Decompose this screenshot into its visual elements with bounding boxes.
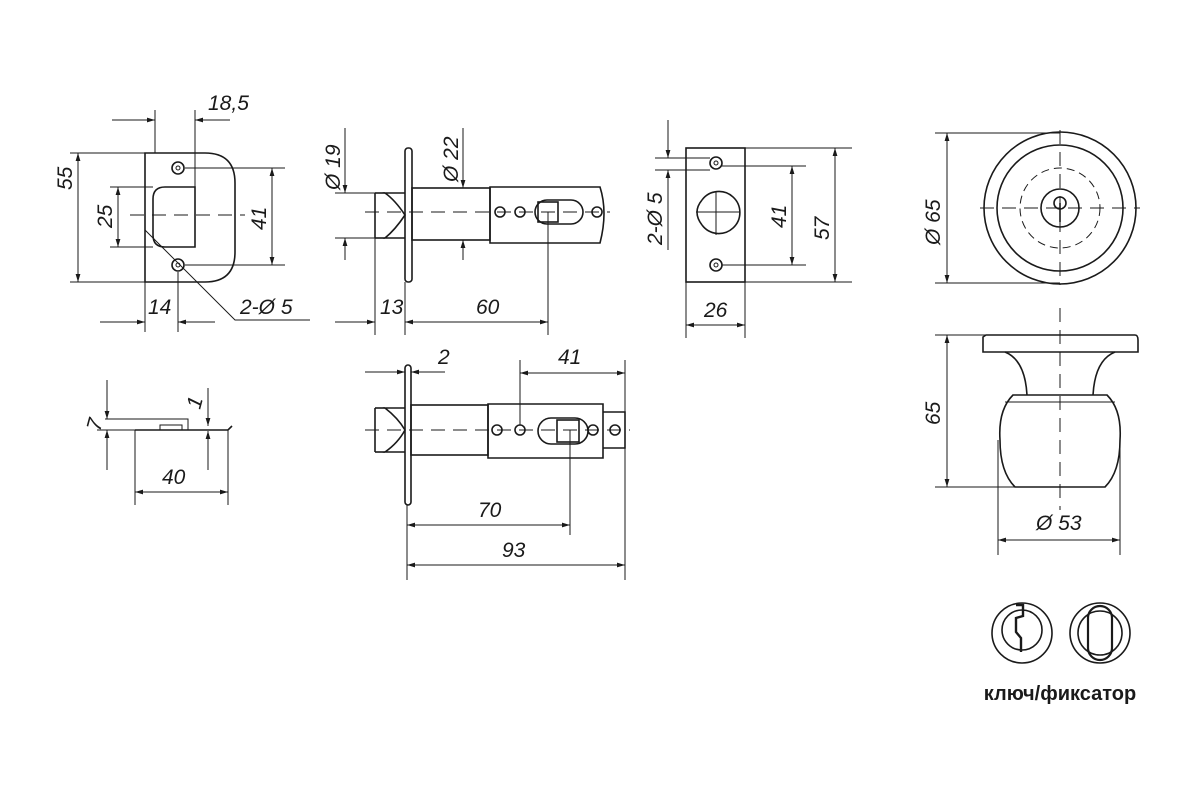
dim-total-93: 93 [502,539,526,562]
dim-bolt-13: 13 [380,296,404,319]
dim-width-14: 14 [148,296,171,319]
dim-backset-60: 60 [476,296,500,319]
dim-opening-25: 25 [94,204,117,229]
latch-retracted-view: Ø 19 Ø 22 13 60 [322,128,610,335]
dim-holes-41: 41 [248,207,271,230]
function-legend: ключ/фиксатор [984,602,1136,705]
dim-holes-41: 41 [768,205,791,228]
dim-slot-41: 41 [558,346,581,369]
dim-length-40: 40 [162,466,186,489]
latch-extended-view: 2 41 70 93 [365,346,630,580]
screw-hole-icon [171,161,185,175]
dim-holes-2x5: 2-Ø 5 [239,296,293,319]
screw-hole-icon [171,258,185,272]
dim-backset-70: 70 [478,499,502,522]
knob-side-view: 65 Ø 53 [922,308,1139,555]
dim-knob-dia-53: Ø 53 [1035,512,1082,535]
dim-height-57: 57 [811,215,834,240]
dim-holes-2x5: 2-Ø 5 [644,192,667,246]
dim-width-26: 26 [703,299,728,322]
legend-caption: ключ/фиксатор [984,683,1136,705]
dim-offset-18-5: 18,5 [208,92,249,115]
dim-height-7: 7 [83,415,109,434]
key-icon [991,602,1053,664]
strike-side-view: 7 1 40 [83,380,233,505]
dim-plate-2: 2 [437,346,450,369]
dim-knob-height-65: 65 [922,401,945,425]
thumbturn-icon [1069,602,1131,664]
dim-bolt-dia-19: Ø 19 [322,144,345,191]
dim-knob-dia-65: Ø 65 [922,199,945,246]
dim-tube-dia-22: Ø 22 [440,136,463,183]
faceplate-front-view: 2-Ø 5 41 57 26 [644,120,852,338]
strike-plate-view: 55 25 41 18,5 14 2-Ø 5 [54,92,310,332]
dim-height-55: 55 [54,166,77,190]
dim-thickness-1: 1 [183,394,208,411]
knob-front-view: Ø 65 [922,130,1140,285]
